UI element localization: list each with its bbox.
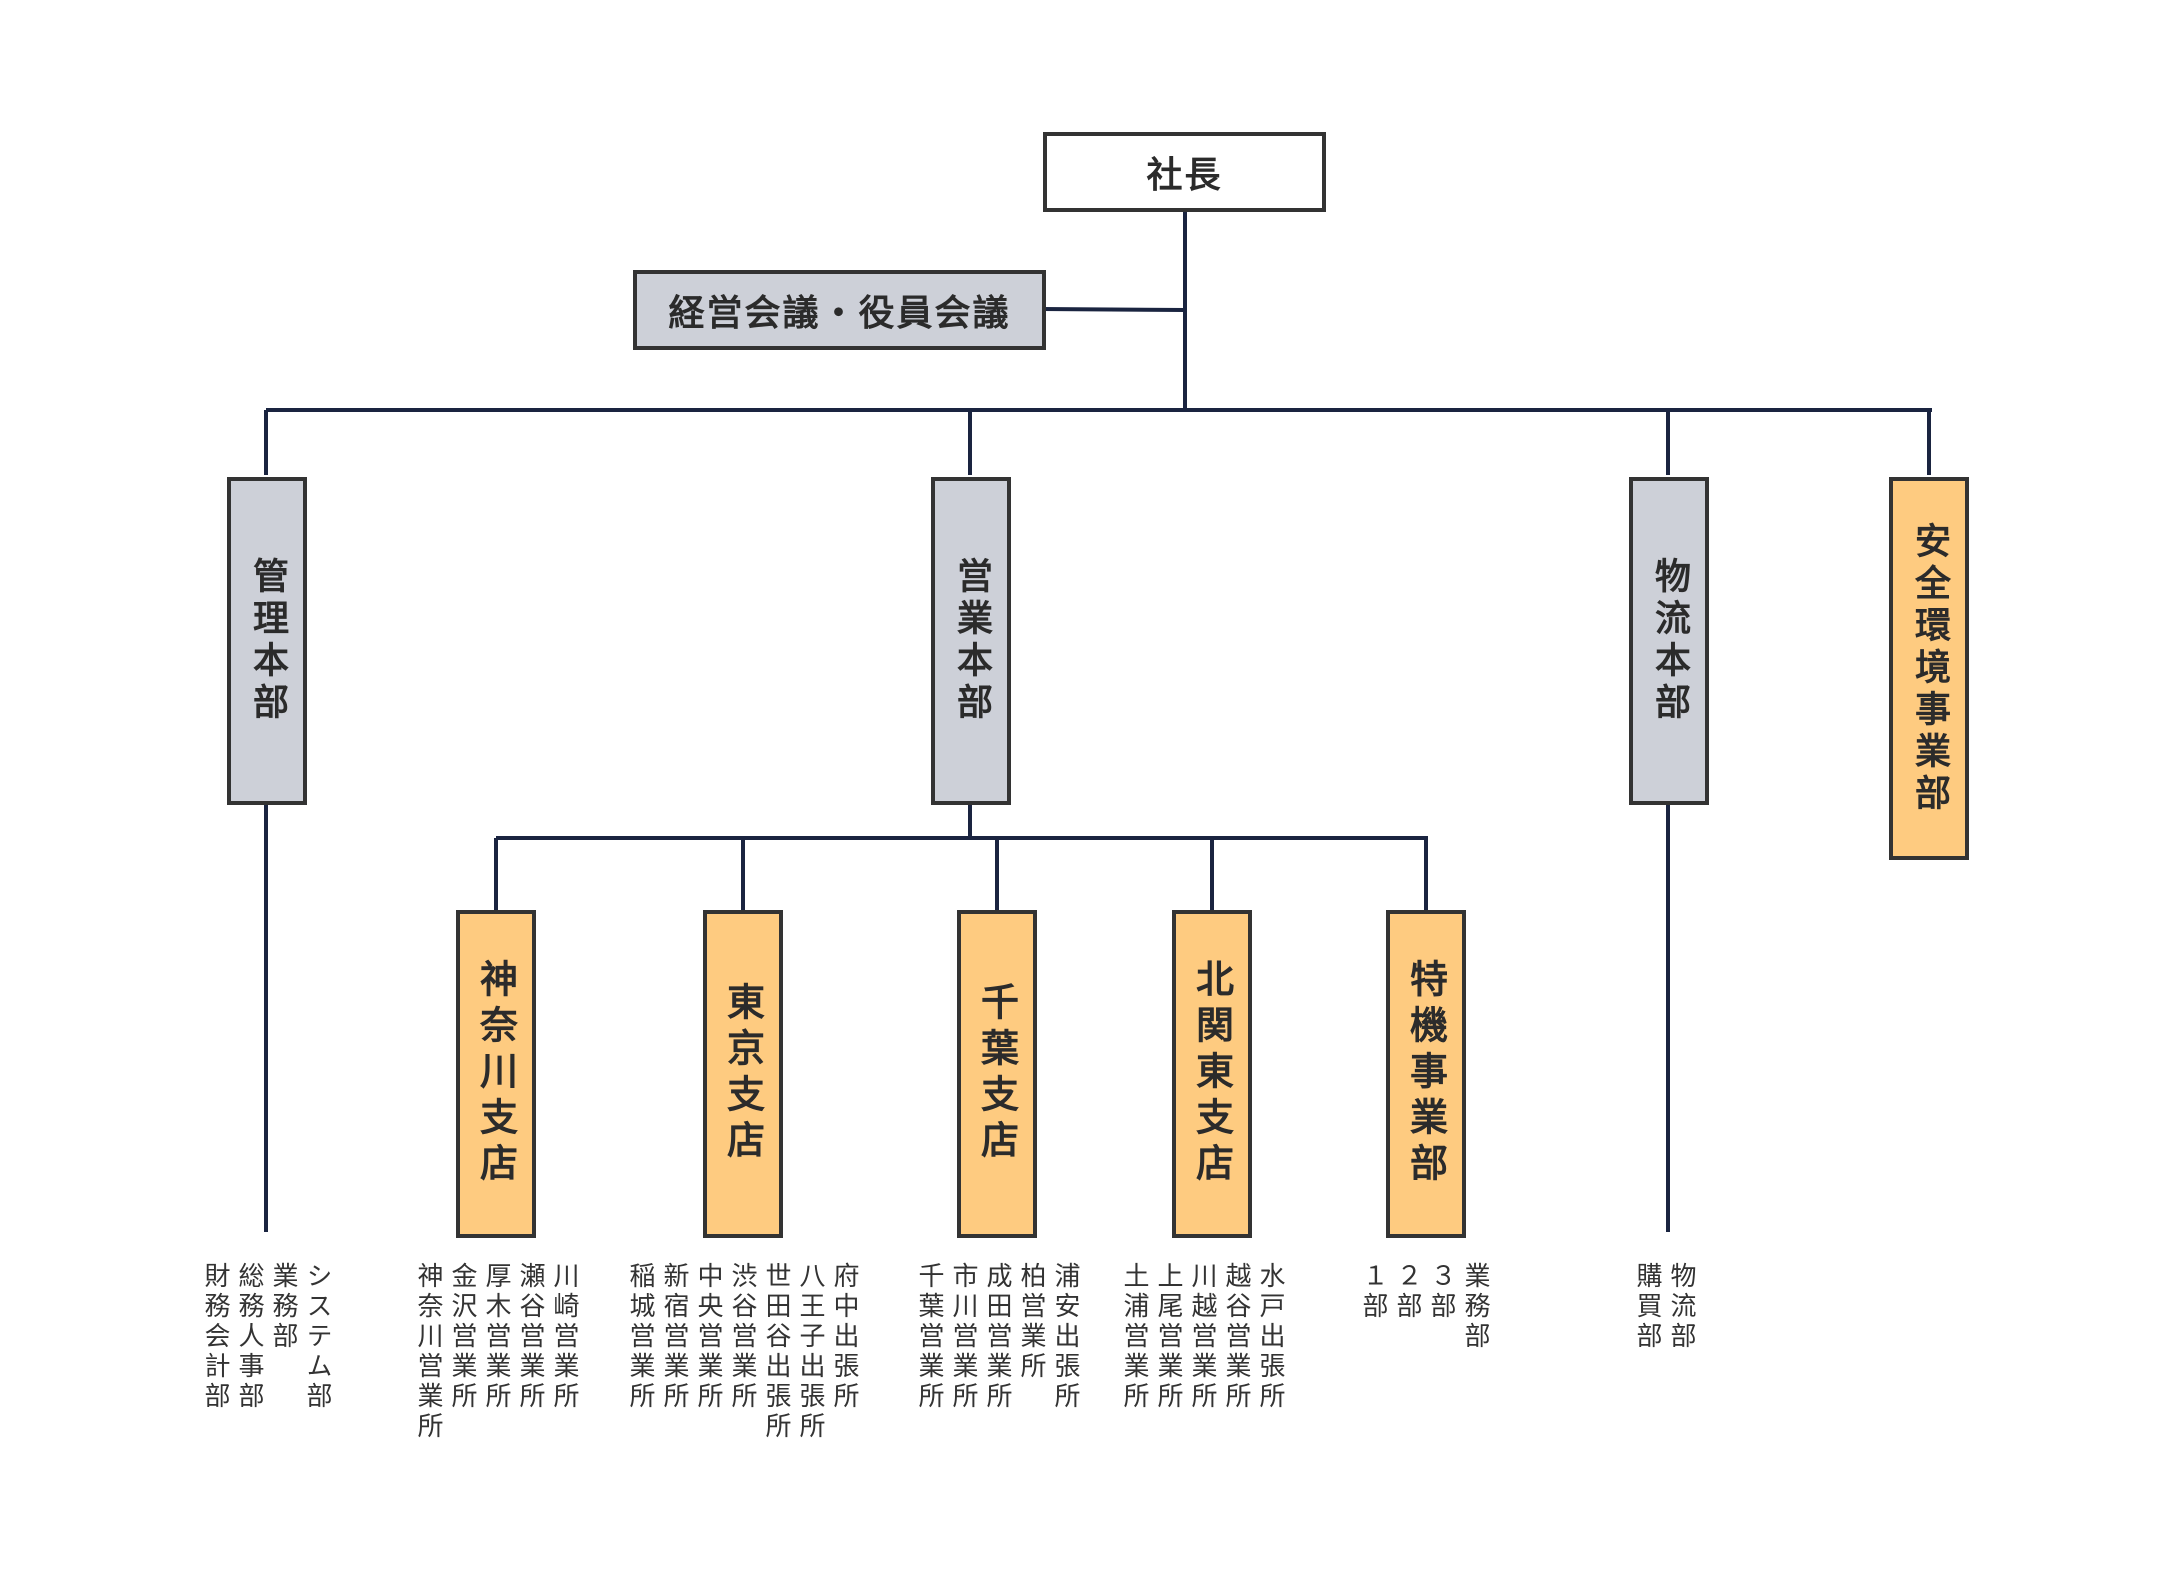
branch-kitakanto-box: 北関東支店	[1172, 910, 1252, 1238]
unit-label: 稲城営業所	[625, 1262, 655, 1412]
unit-label: 川崎営業所	[549, 1262, 579, 1412]
admin-hq-box: 管理本部	[227, 477, 307, 805]
unit-label: 業務部	[268, 1262, 298, 1352]
council-label: 経営会議・役員会議	[668, 293, 1011, 334]
branch-kanagawa-label: 神奈川支店	[473, 959, 518, 1189]
unit-label: 中央営業所	[693, 1262, 723, 1412]
president-label: 社長	[1146, 155, 1223, 196]
council-box: 経営会議・役員会議	[633, 270, 1046, 350]
safety-division-box: 安全環境事業部	[1889, 477, 1969, 860]
logistics-hq-box: 物流本部	[1629, 477, 1709, 805]
unit-label: 柏営業所	[1016, 1262, 1046, 1382]
unit-label: 業務部	[1460, 1262, 1490, 1352]
unit-label: 物流部	[1666, 1262, 1696, 1352]
unit-label: 府中出張所	[829, 1262, 859, 1412]
president-box: 社長	[1043, 132, 1326, 212]
unit-label: １部	[1358, 1262, 1388, 1322]
safety-division-label: 安全環境事業部	[1909, 521, 1950, 816]
unit-label: 成田営業所	[982, 1262, 1012, 1412]
special-division-box: 特機事業部	[1386, 910, 1466, 1238]
unit-label: 八王子出張所	[795, 1262, 825, 1442]
special-division-label: 特機事業部	[1403, 959, 1448, 1189]
kanagawa-units: 川崎営業所 瀬谷営業所 厚木営業所 金沢営業所 神奈川営業所	[411, 1262, 581, 1442]
unit-label: 越谷営業所	[1221, 1262, 1251, 1412]
unit-label: 川越営業所	[1187, 1262, 1217, 1412]
unit-label: 金沢営業所	[447, 1262, 477, 1412]
unit-label: システム部	[302, 1262, 332, 1412]
unit-label: 水戸出張所	[1255, 1262, 1285, 1412]
unit-label: 渋谷営業所	[727, 1262, 757, 1412]
unit-label: 千葉営業所	[914, 1262, 944, 1412]
sales-hq-label: 営業本部	[951, 557, 992, 725]
sales-hq-box: 営業本部	[931, 477, 1011, 805]
branch-chiba-label: 千葉支店	[974, 982, 1019, 1166]
unit-label: 瀬谷営業所	[515, 1262, 545, 1412]
branch-kanagawa-box: 神奈川支店	[456, 910, 536, 1238]
branch-tokyo-label: 東京支店	[720, 982, 765, 1166]
special-units: 業務部 ３部 ２部 １部	[1356, 1262, 1492, 1352]
branch-tokyo-box: 東京支店	[703, 910, 783, 1238]
unit-label: ２部	[1392, 1262, 1422, 1322]
unit-label: 土浦営業所	[1119, 1262, 1149, 1412]
kitakanto-units: 水戸出張所 越谷営業所 川越営業所 上尾営業所 土浦営業所	[1117, 1262, 1287, 1412]
unit-label: 新宿営業所	[659, 1262, 689, 1412]
logistics-units: 物流部 購買部	[1630, 1262, 1698, 1352]
unit-label: 財務会計部	[200, 1262, 230, 1412]
unit-label: 市川営業所	[948, 1262, 978, 1412]
admin-units: システム部 業務部 総務人事部 財務会計部	[198, 1262, 334, 1412]
unit-label: 厚木営業所	[481, 1262, 511, 1412]
unit-label: ３部	[1426, 1262, 1456, 1322]
branch-kitakanto-label: 北関東支店	[1189, 959, 1234, 1189]
tokyo-units: 府中出張所 八王子出張所 世田谷出張所 渋谷営業所 中央営業所 新宿営業所 稲城…	[623, 1262, 861, 1442]
unit-label: 総務人事部	[234, 1262, 264, 1412]
unit-label: 購買部	[1632, 1262, 1662, 1352]
unit-label: 世田谷出張所	[761, 1262, 791, 1442]
chiba-units: 浦安出張所 柏営業所 成田営業所 市川営業所 千葉営業所	[912, 1262, 1082, 1412]
unit-label: 神奈川営業所	[413, 1262, 443, 1442]
unit-label: 浦安出張所	[1050, 1262, 1080, 1412]
unit-label: 上尾営業所	[1153, 1262, 1183, 1412]
logistics-hq-label: 物流本部	[1649, 557, 1690, 725]
branch-chiba-box: 千葉支店	[957, 910, 1037, 1238]
admin-hq-label: 管理本部	[247, 557, 288, 725]
